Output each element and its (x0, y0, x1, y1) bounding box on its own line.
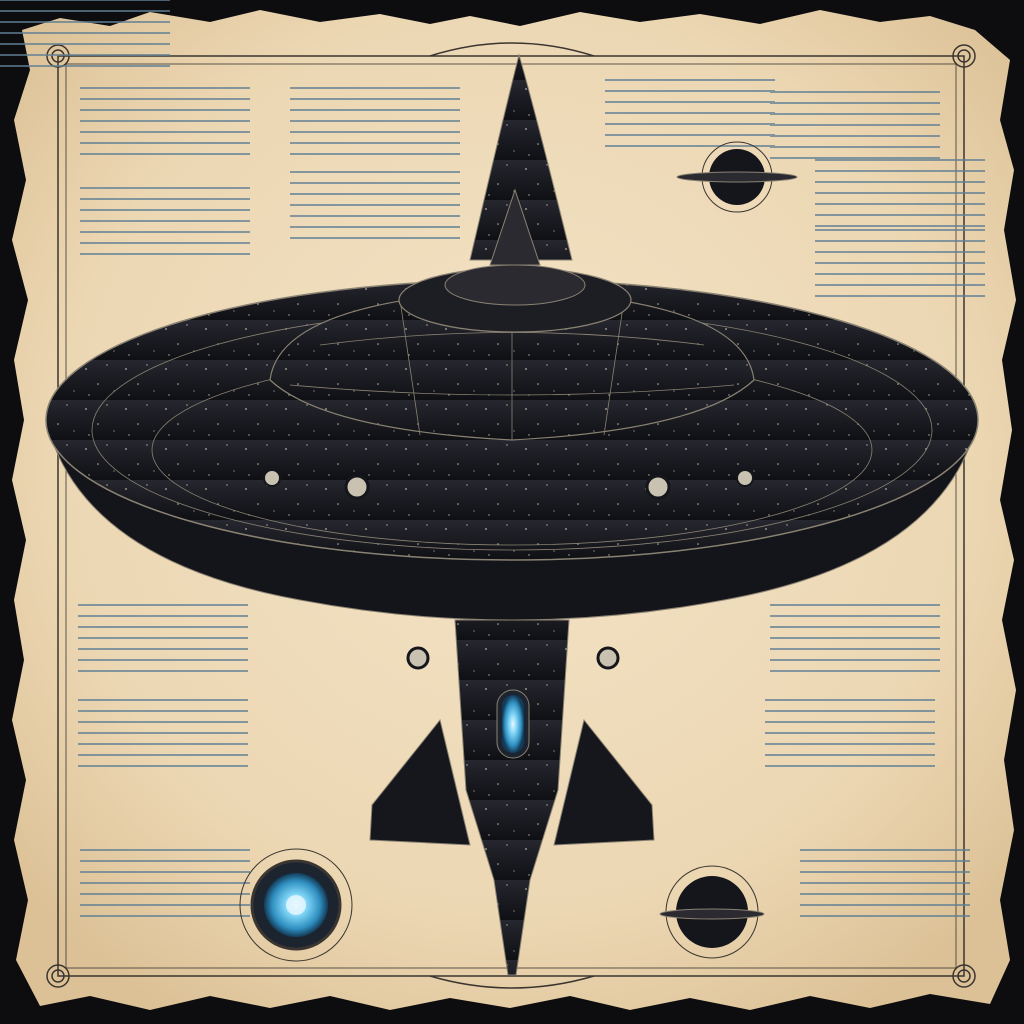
left-wing (369, 718, 471, 846)
reactor-core-diagram (239, 848, 353, 962)
planet-diagram-bottom-right (659, 865, 765, 959)
planet-diagram-top-right (676, 141, 798, 213)
lower-fuselage (454, 619, 570, 976)
right-wing (553, 718, 655, 846)
corner-ring-icon (952, 44, 976, 68)
spaceship (45, 53, 979, 976)
corner-ring-icon (952, 964, 976, 988)
text-blocks (0, 0, 986, 917)
central-spire (469, 53, 573, 261)
corner-ring-icon (46, 964, 70, 988)
